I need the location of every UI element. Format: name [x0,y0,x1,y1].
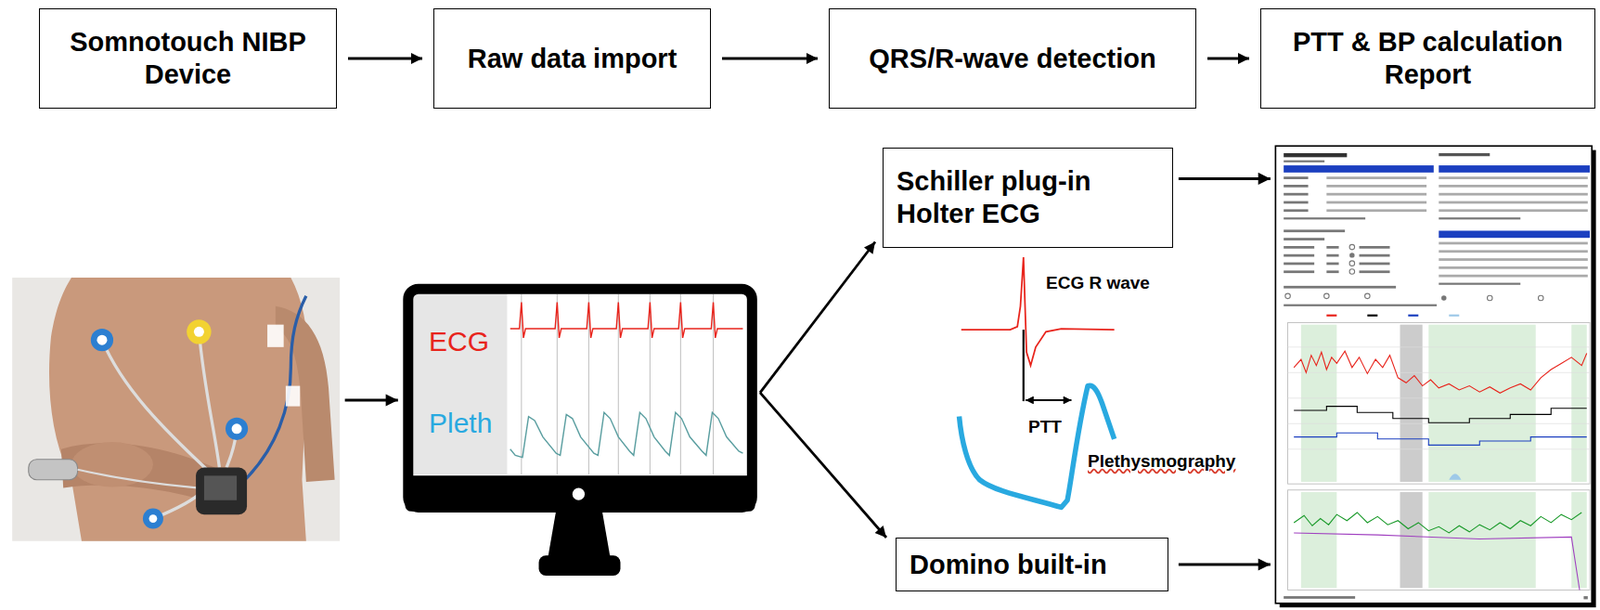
box-text: QRS/R-wave detection [838,42,1187,76]
box-text: Raw data import [443,42,701,76]
box-text: Domino built-in [909,548,1155,581]
flow-arrow [760,242,876,393]
subject-photo [12,277,340,542]
report-arrow [1178,563,1271,567]
flow-arrow [1207,57,1250,61]
photo-arrow [345,399,399,402]
flow-arrow [760,392,887,538]
flow-arrow [348,57,423,61]
process-box: Somnotouch NIBP Device [38,8,337,109]
process-box: Raw data import [433,8,711,109]
report-page [1275,145,1596,607]
process-box: PTT & BP calculation Report [1260,8,1596,109]
monitor-screen: ECG Pleth [402,283,758,513]
process-box: QRS/R-wave detection [828,8,1197,109]
signal-name: ECG [428,324,758,359]
box-text: Schiller plug-in Holter ECG [896,165,1160,231]
box-text: Somnotouch NIBP Device [49,25,327,91]
box-text: PTT & BP calculation Report [1270,25,1586,91]
software-box: Schiller plug-in Holter ECG [882,147,1174,248]
wave-label: Plethysmography [1087,451,1236,473]
signal-name: Pleth [428,406,758,440]
software-box: Domino built-in [895,537,1169,592]
report-arrow [1178,177,1271,181]
wave-label: ECG R wave [1045,272,1150,295]
flow-arrow [722,57,818,61]
interval-label: PTT [1028,416,1062,439]
